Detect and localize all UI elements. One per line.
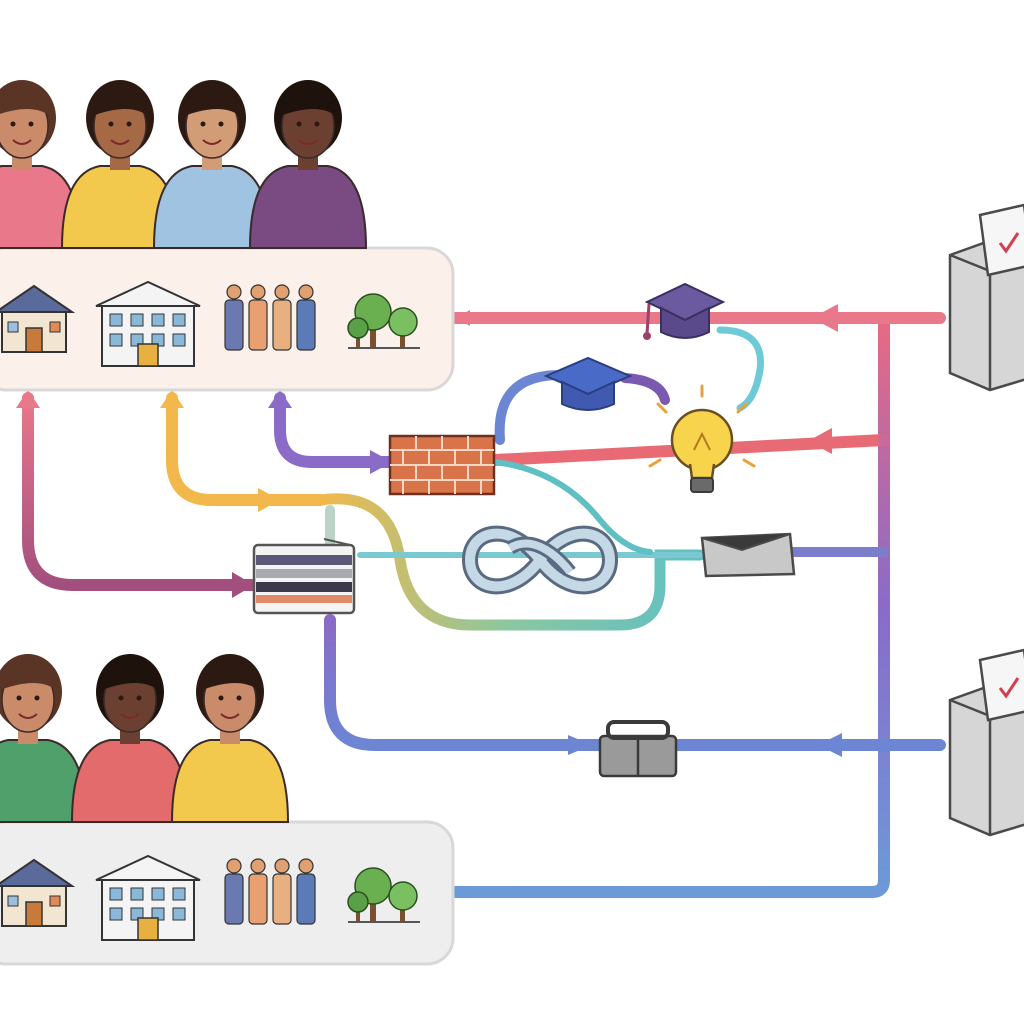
community-people-icon bbox=[224, 284, 316, 351]
arrow-toolbox-right bbox=[818, 733, 842, 757]
bottom-community-panel bbox=[0, 654, 455, 966]
arrow-bulb bbox=[808, 428, 832, 454]
arrow-top-left bbox=[455, 310, 470, 326]
apartment-building-icon bbox=[95, 854, 201, 941]
person-figure bbox=[152, 80, 272, 249]
cap-arc-pipe bbox=[620, 373, 670, 405]
arrow-yellow bbox=[258, 488, 280, 512]
left-pink-pipe bbox=[22, 392, 258, 591]
top-community-panel bbox=[0, 80, 455, 392]
arrowheads bbox=[16, 304, 890, 757]
yellow-pipe bbox=[166, 392, 326, 506]
ballot-box-icon bbox=[948, 203, 1024, 392]
person-figure bbox=[248, 80, 368, 249]
right-trunk-pipe bbox=[449, 312, 890, 898]
infinity-knot-icon bbox=[461, 525, 619, 595]
community-people-icon bbox=[224, 858, 316, 925]
teal-upper-pipe bbox=[492, 459, 653, 555]
blue-arc-pipe bbox=[494, 370, 565, 445]
ballot-box-icon bbox=[948, 648, 1024, 837]
bottom-people-group bbox=[0, 654, 290, 823]
arrow-pink-loop bbox=[232, 572, 254, 598]
junction-dot bbox=[878, 434, 890, 446]
top-panel-icons bbox=[0, 280, 420, 367]
brick-wall-icon bbox=[388, 434, 496, 496]
school-house-icon bbox=[0, 858, 76, 927]
arrow-up-yellow bbox=[160, 390, 184, 408]
teal-loop-pipe bbox=[314, 493, 706, 631]
lightbulb-icon bbox=[648, 384, 756, 493]
school-house-icon bbox=[0, 284, 76, 353]
graduation-cap-icon bbox=[643, 282, 726, 340]
toolbox-blue-pipe bbox=[324, 614, 946, 751]
arrow-purple bbox=[370, 450, 392, 474]
person-figure bbox=[0, 80, 82, 249]
apartment-building-icon bbox=[95, 280, 201, 367]
person-figure bbox=[170, 654, 290, 823]
arrow-up-left bbox=[16, 390, 40, 408]
person-figure bbox=[0, 654, 88, 823]
arrow-toolbox-left bbox=[568, 735, 592, 755]
trees-icon bbox=[347, 293, 420, 349]
bottom-panel-icons bbox=[0, 854, 420, 941]
open-box-icon bbox=[700, 532, 796, 578]
toolbox-icon bbox=[598, 720, 678, 778]
arrow-up-purple bbox=[268, 390, 292, 408]
trees-icon bbox=[347, 867, 420, 923]
person-figure bbox=[70, 654, 190, 823]
document-stack-icon bbox=[252, 538, 356, 615]
person-figure bbox=[60, 80, 180, 249]
connector-pipes bbox=[22, 312, 946, 898]
arrow-top-right bbox=[812, 304, 838, 332]
purple-brick-pipe bbox=[274, 392, 396, 468]
top-people-group bbox=[0, 80, 368, 249]
cyan-hook-pipe bbox=[716, 326, 764, 412]
graduation-cap-icon bbox=[543, 356, 633, 411]
